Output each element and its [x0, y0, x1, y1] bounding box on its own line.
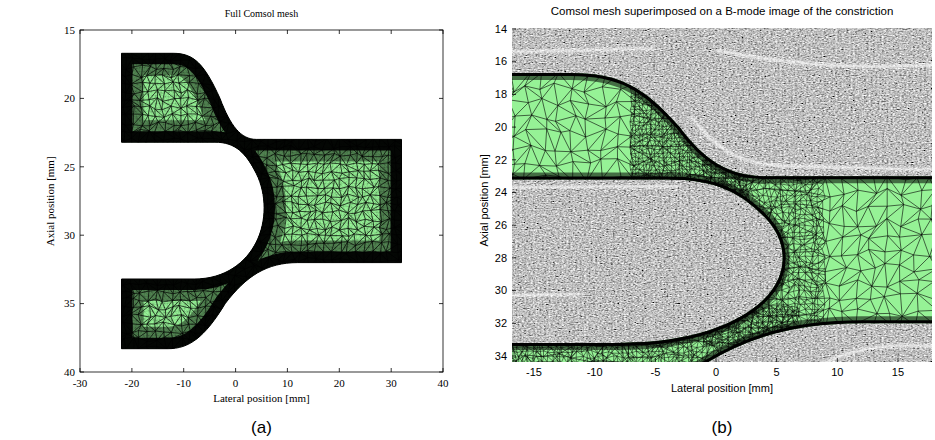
tick-label: 16	[495, 55, 507, 68]
tick-label: 10	[831, 366, 843, 379]
boundary-refinement	[512, 73, 932, 362]
tick-label: 20	[64, 92, 75, 105]
tick-label: -15	[526, 366, 542, 379]
tick-label: 10	[282, 377, 293, 390]
plot-title: Comsol mesh superimposed on a B-mode ima…	[551, 5, 894, 18]
boundary-refinement	[512, 73, 932, 362]
panel-label: (a)	[251, 418, 272, 438]
axis-ticks	[80, 30, 443, 372]
mesh-lines	[114, 41, 423, 374]
tick-label: 14	[495, 23, 507, 36]
tick-label: 0	[713, 366, 719, 379]
tick-label: 34	[495, 350, 507, 363]
panel-label: (b)	[712, 418, 733, 438]
axis-label: Axial position [mm]	[478, 155, 491, 247]
axis-label: Axial position [mm]	[44, 156, 57, 246]
tick-label: 18	[495, 88, 507, 101]
tick-label: 25	[64, 161, 75, 174]
mesh-lines-fine	[115, 43, 413, 365]
boundary-refinement	[122, 53, 402, 348]
tick-label: 15	[892, 366, 904, 379]
tick-label: 24	[495, 186, 507, 199]
axis-ticks	[512, 29, 898, 362]
axis-label: Lateral position [mm]	[213, 392, 310, 405]
axis-label: Lateral position [mm]	[671, 382, 773, 395]
tick-label: 30	[64, 229, 75, 242]
tick-label: -30	[73, 377, 88, 390]
tick-label: 30	[495, 284, 507, 297]
vessel-wall-echo	[716, 50, 932, 66]
tick-label: 32	[495, 317, 507, 330]
tick-label: -10	[176, 377, 191, 390]
tick-label: 22	[495, 154, 507, 167]
tick-label: 20	[495, 121, 507, 134]
image-group	[512, 28, 932, 362]
vessel-wall-echo	[512, 186, 680, 188]
boundary-refinement	[122, 53, 402, 348]
plot-title: Full Comsol mesh	[225, 8, 298, 20]
vessel-wall-echo	[512, 49, 655, 52]
tick-label: 0	[233, 377, 239, 390]
tick-label: 15	[64, 24, 75, 37]
tick-label: -5	[651, 366, 661, 379]
domain-outline	[122, 53, 402, 348]
tick-label: 20	[334, 377, 345, 390]
tick-label: -20	[125, 377, 140, 390]
tick-label: -10	[587, 366, 603, 379]
vessel-wall-echo	[512, 294, 583, 296]
fluid-domain	[512, 73, 932, 362]
tick-label: 35	[64, 297, 75, 310]
tick-label: 40	[438, 377, 449, 390]
vessel-wall-echo	[813, 345, 932, 362]
tick-label: 26	[495, 219, 507, 232]
axes-frame	[80, 30, 443, 372]
vessel-wall-echo	[692, 117, 932, 169]
tick-label: 28	[495, 252, 507, 265]
tick-label: 40	[64, 366, 75, 379]
mesh-group	[114, 41, 423, 374]
tick-label: 5	[774, 366, 780, 379]
tick-label: 30	[386, 377, 397, 390]
mesh-group	[512, 28, 932, 362]
